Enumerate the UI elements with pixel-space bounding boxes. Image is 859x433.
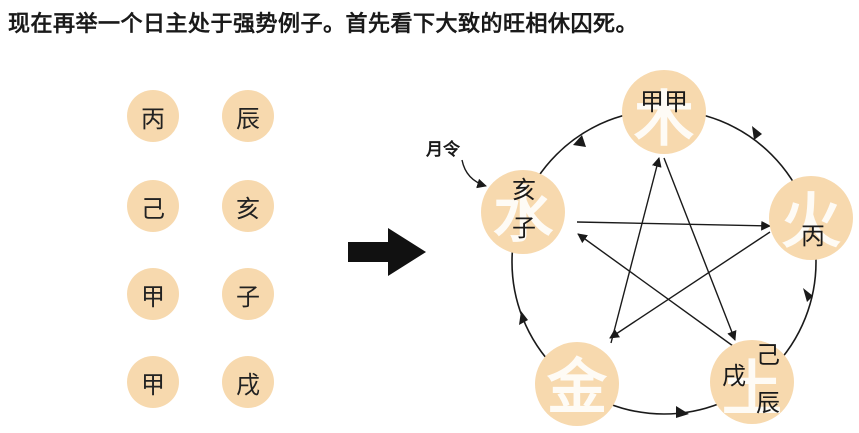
earth-circle [710, 340, 794, 424]
earth-label: 土 [722, 355, 782, 425]
water-circle [481, 170, 565, 254]
pillar-hour-stem: 甲 [127, 356, 179, 408]
pillar-hour-branch: 戌 [222, 356, 274, 408]
fire-label: 火 [781, 187, 841, 257]
controlling-star [576, 157, 771, 347]
month-command-note: 月令 [425, 139, 461, 160]
cycle-arrowheads [519, 126, 813, 418]
water-label: 水 [493, 181, 554, 251]
water-branch-bottom: 子 [512, 214, 536, 242]
fire-stem: 丙 [801, 222, 825, 250]
pillar-month-branch: 亥 [222, 180, 274, 232]
pillar-year-branch: 辰 [222, 90, 274, 142]
fire-circle [769, 176, 853, 260]
wood-circle [622, 70, 706, 154]
metal-circle [535, 342, 619, 426]
month-command-pointer [461, 159, 487, 189]
earth-stem-top: 己 [756, 341, 780, 369]
wood-label: 木 [634, 85, 694, 155]
pillar-year-stem: 丙 [127, 90, 179, 142]
pillar-month-stem: 己 [127, 180, 179, 232]
earth-branch-bottom: 辰 [756, 389, 780, 417]
pillar-day-branch: 子 [222, 268, 274, 320]
right-arrow-icon [348, 228, 426, 276]
metal-label: 金 [547, 353, 608, 423]
water-branch-top: 亥 [512, 176, 536, 204]
wood-stems: 甲甲 [640, 88, 688, 116]
heading: 现在再举一个日主处于强势例子。首先看下大致的旺相休囚死。 [8, 12, 639, 37]
pillar-day-stem: 甲 [127, 268, 179, 320]
earth-branch-left: 戌 [722, 362, 746, 390]
